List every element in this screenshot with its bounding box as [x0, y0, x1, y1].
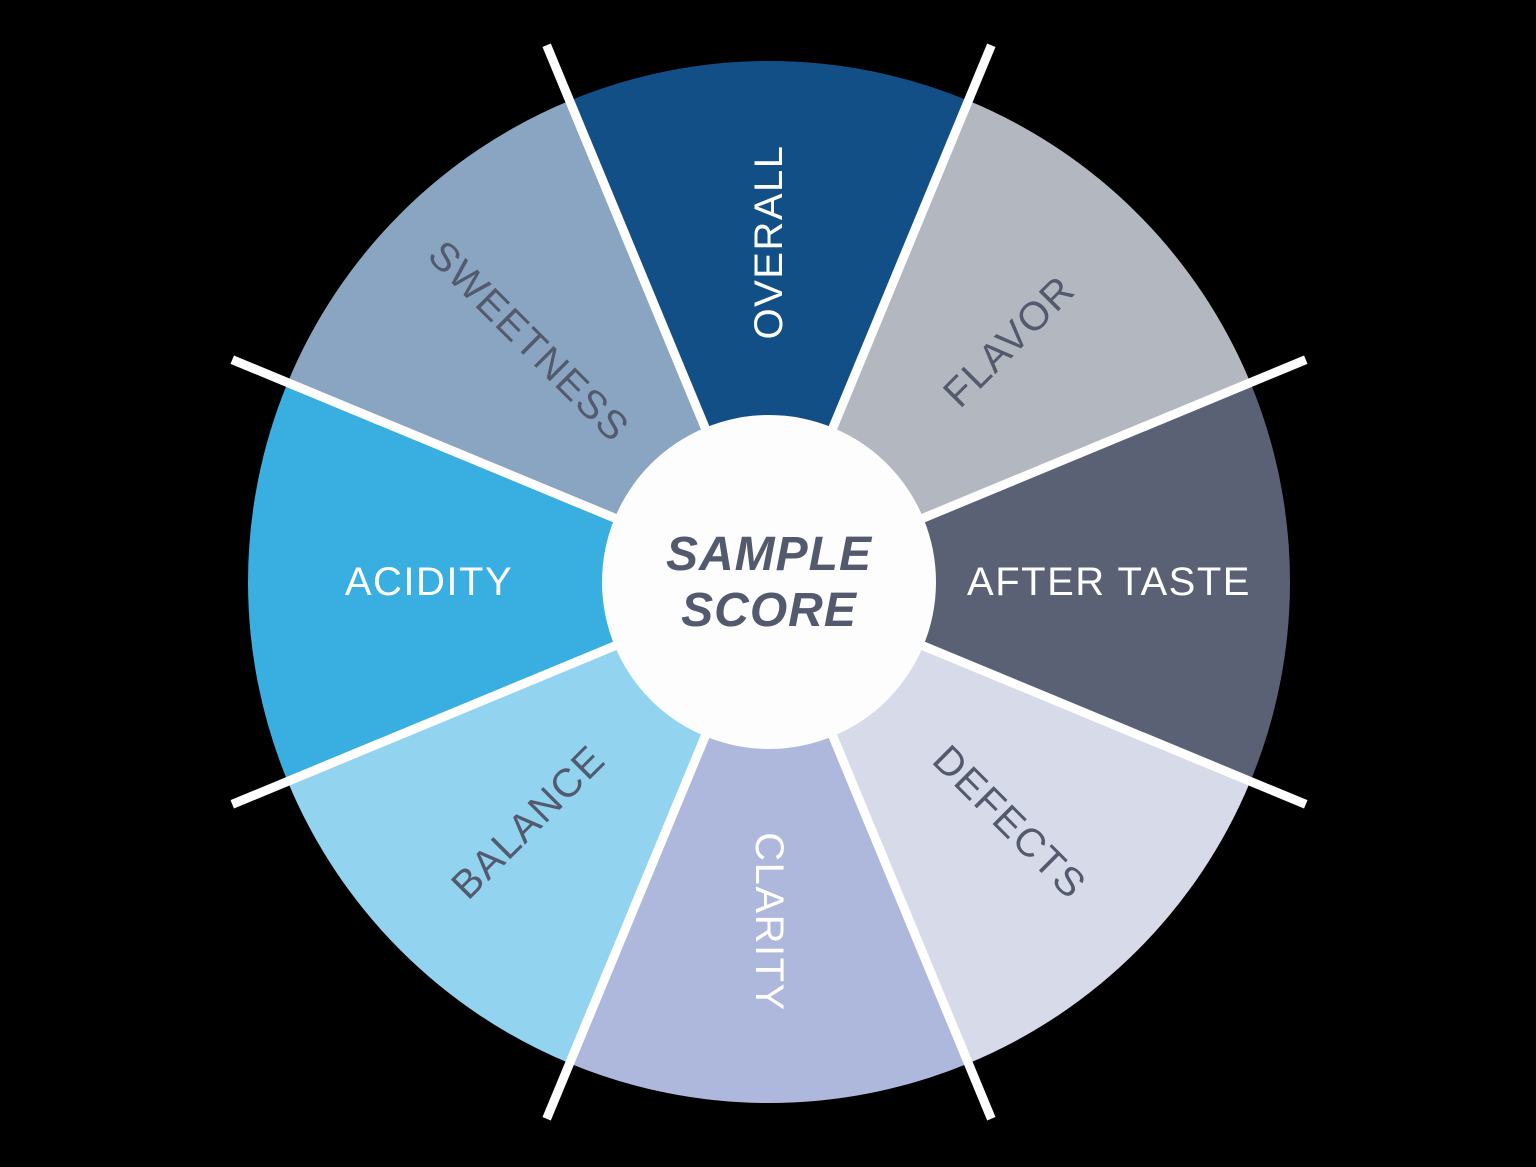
- segment-label-overall: OVERALL: [747, 144, 791, 339]
- segment-divider: [826, 729, 996, 1121]
- wheel-segment-acidity[interactable]: [247, 382, 769, 782]
- wheel-segment-defects[interactable]: [769, 582, 1251, 1064]
- segment-divider: [916, 355, 1308, 525]
- segment-divider: [542, 43, 712, 435]
- wheel-segment-clarity[interactable]: [569, 582, 969, 1103]
- center-label: SAMPLE SCORE: [666, 528, 873, 637]
- segment-label-clarity: CLARITY: [747, 832, 791, 1011]
- segment-divider: [230, 639, 622, 809]
- segment-divider: [826, 43, 996, 435]
- segment-label-after-taste: AFTER TASTE: [967, 560, 1251, 604]
- wheel-segments: [247, 60, 1290, 1103]
- wheel-segment-sweetness[interactable]: [287, 100, 769, 583]
- wheel-segment-flavor[interactable]: [769, 100, 1251, 583]
- segment-label-acidity: ACIDITY: [345, 560, 513, 604]
- wheel-segment-overall[interactable]: [569, 60, 969, 582]
- wheel-segment-balance[interactable]: [287, 582, 769, 1064]
- segment-divider: [542, 729, 712, 1121]
- wheel-segment-after-taste[interactable]: [769, 382, 1290, 782]
- center-label-line-2: SCORE: [681, 584, 858, 637]
- wheel-dividers: [230, 43, 1308, 1121]
- center-label-line-1: SAMPLE: [666, 528, 873, 581]
- segment-divider: [916, 639, 1308, 809]
- segment-divider: [230, 355, 622, 525]
- center-hub: [602, 415, 936, 749]
